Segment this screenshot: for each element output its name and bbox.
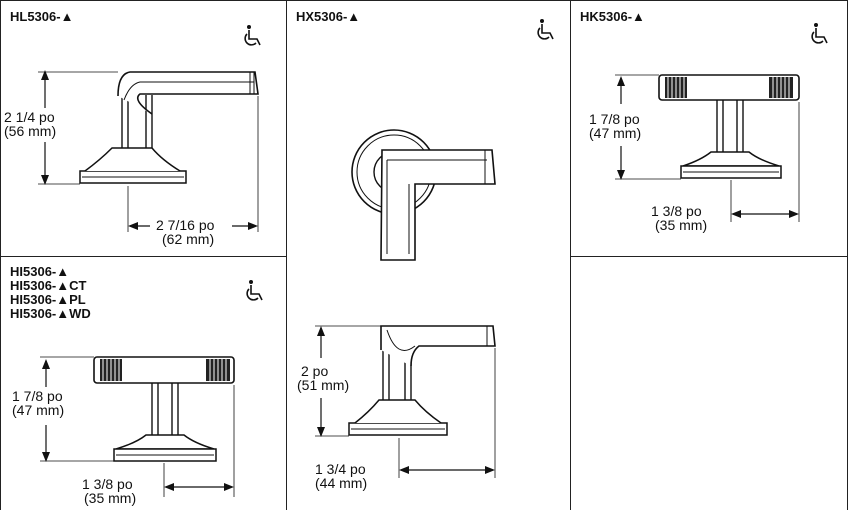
panel-hk: HK5306-▲ — [571, 0, 848, 256]
lever-side-view-hl — [38, 70, 259, 232]
height-dimension-mm: (56 mm) — [4, 123, 57, 139]
model-label-hx: HX5306-▲ — [296, 9, 361, 24]
height-dimension-mm: (47 mm) — [12, 402, 65, 418]
height-dimension-mm: (47 mm) — [589, 125, 642, 141]
model-label-hi-1: HI5306-▲ — [10, 264, 70, 279]
knob-side-view-hk — [615, 74, 800, 222]
wheelchair-icon — [537, 19, 554, 40]
model-label-hl: HL5306-▲ — [10, 9, 74, 24]
model-label-hi-4: HI5306-▲WD — [10, 306, 91, 321]
wheelchair-icon — [246, 280, 263, 301]
height-dimension-mm: (51 mm) — [297, 377, 350, 393]
lever-front-view-hx — [315, 129, 496, 478]
height-dimension-inches: 1 7/8 po — [589, 111, 640, 127]
height-dimension-inches: 2 po — [301, 363, 329, 379]
projection-dimension-inches: 1 3/8 po — [82, 476, 133, 492]
panel-hl: HL5306-▲ 2 1/4 po (56 mm) 2 7/16 po (62 … — [0, 0, 286, 256]
knob-side-view-hi — [40, 356, 235, 497]
projection-dimension-mm: (44 mm) — [315, 475, 368, 491]
projection-dimension-inches: 1 3/8 po — [651, 203, 702, 219]
projection-dimension-inches: 2 7/16 po — [156, 217, 215, 233]
model-label-hk: HK5306-▲ — [580, 9, 645, 24]
projection-dimension-mm: (35 mm) — [655, 217, 708, 233]
divider-h-left — [0, 256, 287, 257]
projection-dimension-inches: 1 3/4 po — [315, 461, 366, 477]
projection-dimension-mm: (35 mm) — [84, 490, 137, 506]
projection-dimension-mm: (62 mm) — [162, 231, 215, 247]
wheelchair-icon — [811, 23, 828, 44]
divider-h-right — [570, 256, 848, 257]
border-top — [0, 0, 848, 1]
panel-hx: HX5306-▲ 2 po (51 mm) — [287, 0, 570, 510]
divider-v1 — [286, 0, 287, 510]
divider-v2 — [570, 0, 571, 510]
panel-empty — [571, 257, 848, 510]
model-label-hi-2: HI5306-▲CT — [10, 278, 87, 293]
height-dimension-inches: 1 7/8 po — [12, 388, 63, 404]
wheelchair-icon — [244, 25, 261, 46]
model-label-hi-3: HI5306-▲PL — [10, 292, 86, 307]
panel-hi: HI5306-▲ HI5306-▲CT HI5306-▲PL HI5306-▲W… — [0, 257, 286, 510]
height-dimension-inches: 2 1/4 po — [4, 109, 55, 125]
border-left — [0, 0, 1, 510]
